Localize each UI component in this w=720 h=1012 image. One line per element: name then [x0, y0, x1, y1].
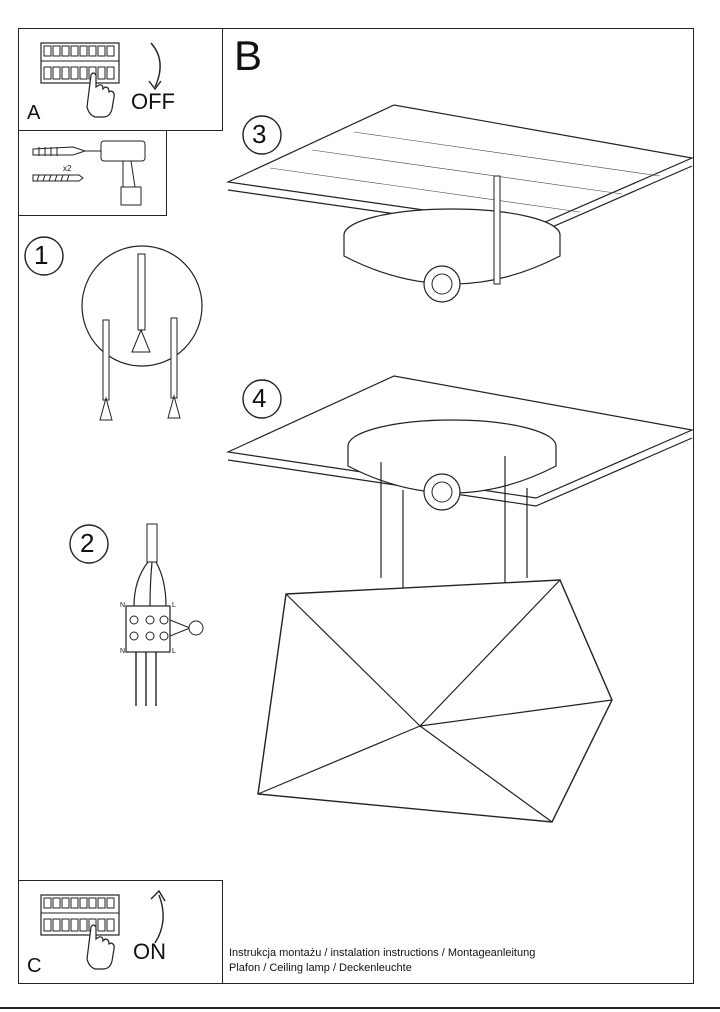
panel-a-letter: A: [27, 102, 41, 124]
wiring-bottom-left: N: [120, 648, 126, 655]
wiring-top-left: N: [120, 602, 126, 609]
step-4-number: 4: [252, 383, 267, 413]
step-2-number: 2: [80, 528, 95, 558]
anchor-quantity-label: x2: [63, 164, 72, 173]
panel-c-power-on: C ON: [18, 880, 223, 984]
footer-line-instructions: Instrukcja montażu / instalation instruc…: [229, 947, 536, 959]
wiring-bottom-right: L: [172, 648, 176, 655]
bottom-divider: [0, 1007, 720, 1009]
drill-and-anchors-illustration: [32, 140, 146, 206]
tools-box: x2: [18, 130, 167, 216]
footer-line-product: Plafon / Ceiling lamp / Deckenleuchte: [229, 962, 412, 974]
wiring-top-right: L: [172, 602, 176, 609]
panel-c-letter: C: [27, 955, 42, 977]
panel-c-on-label: ON: [133, 939, 166, 964]
panel-b-letter: B: [234, 32, 263, 79]
panel-a-off-label: OFF: [131, 89, 175, 114]
step-1-number: 1: [34, 240, 49, 270]
breaker-on-illustration: [40, 889, 166, 970]
breaker-off-illustration: [40, 42, 162, 118]
instruction-sheet-frame: [18, 28, 694, 984]
step-3-number: 3: [252, 119, 267, 149]
footer-caption: Instrukcja montażu / instalation instruc…: [229, 946, 535, 976]
